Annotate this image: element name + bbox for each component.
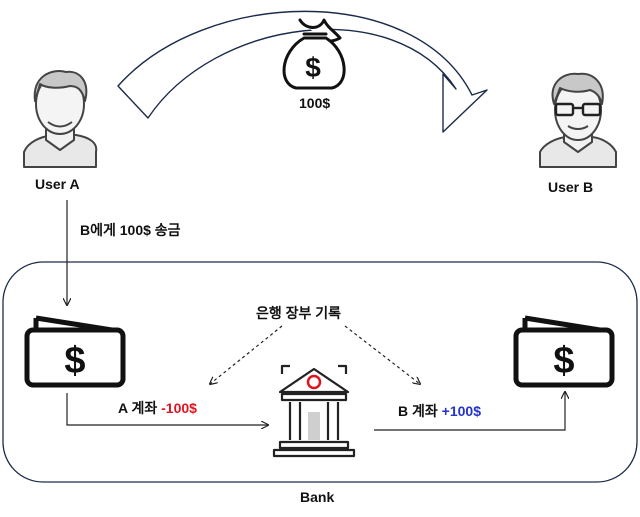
transfer-amount-label: 100$	[299, 95, 331, 111]
account-a-arrow	[66, 393, 268, 425]
transfer-curve-arrow	[117, 10, 488, 133]
user-a-person-icon	[23, 70, 98, 168]
ledger-label: 은행 장부 기록	[256, 305, 342, 321]
user-b-label: User B	[548, 179, 594, 195]
svg-text:$: $	[553, 340, 574, 382]
bank-frame	[2, 261, 638, 483]
account-b-label: B 계좌	[398, 403, 438, 419]
svg-text:$: $	[305, 52, 321, 83]
wallet-icon-b: $	[513, 315, 615, 388]
account-b-arrow	[374, 392, 565, 431]
wallet-icon-a: $	[24, 315, 126, 388]
svg-text:$: $	[64, 340, 85, 382]
account-a-change: -100$	[161, 400, 197, 416]
money-bag-icon: $	[282, 18, 346, 90]
ledger-arrow-right	[344, 325, 420, 384]
account-a-row: A 계좌 -100$	[118, 398, 197, 418]
ledger-arrow-left	[210, 325, 283, 384]
account-a-label: A 계좌	[118, 400, 158, 416]
bank-building-icon	[272, 364, 356, 458]
user-b-person-icon	[539, 72, 617, 168]
user-a-label: User A	[35, 176, 80, 192]
account-b-change: +100$	[441, 403, 481, 419]
bank-label: Bank	[300, 489, 335, 505]
account-b-row: B 계좌 +100$	[398, 401, 481, 421]
instruction-label: B에게 100$ 송금	[80, 222, 181, 238]
